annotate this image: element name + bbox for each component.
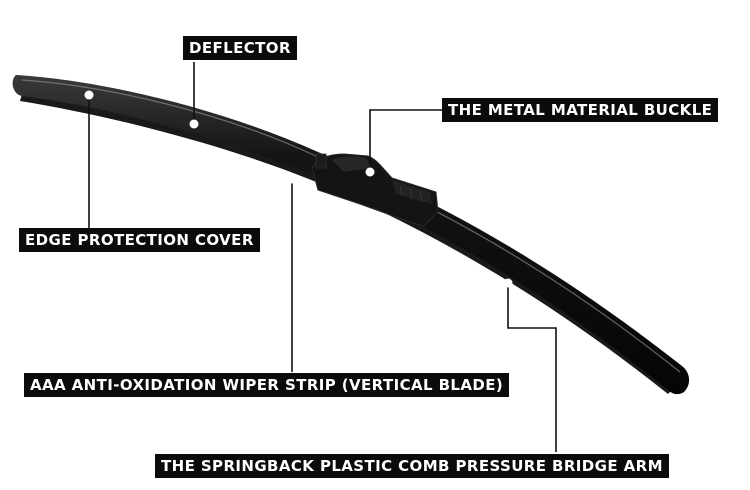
leader-bridge-arm [507, 283, 557, 452]
marker-dot-deflector [189, 119, 199, 129]
label-deflector: DEFLECTOR [183, 36, 297, 60]
label-edge-cover: EDGE PROTECTION COVER [19, 228, 260, 252]
label-metal-buckle: THE METAL MATERIAL BUCKLE [442, 98, 719, 122]
marker-dot-bridge-arm [503, 278, 513, 288]
leader-metal-buckle [369, 109, 442, 172]
label-bridge-arm: THE SPRINGBACK PLASTIC COMB PRESSURE BRI… [155, 454, 669, 478]
marker-dots [84, 90, 513, 288]
metal-buckle [311, 153, 439, 227]
marker-dot-edge-cover [84, 90, 94, 100]
leader-lines [88, 62, 557, 452]
marker-dot-wiper-strip [287, 174, 297, 184]
marker-dot-metal-buckle [365, 167, 375, 177]
label-wiper-strip: AAA ANTI-OXIDATION WIPER STRIP (VERTICAL… [24, 373, 510, 397]
